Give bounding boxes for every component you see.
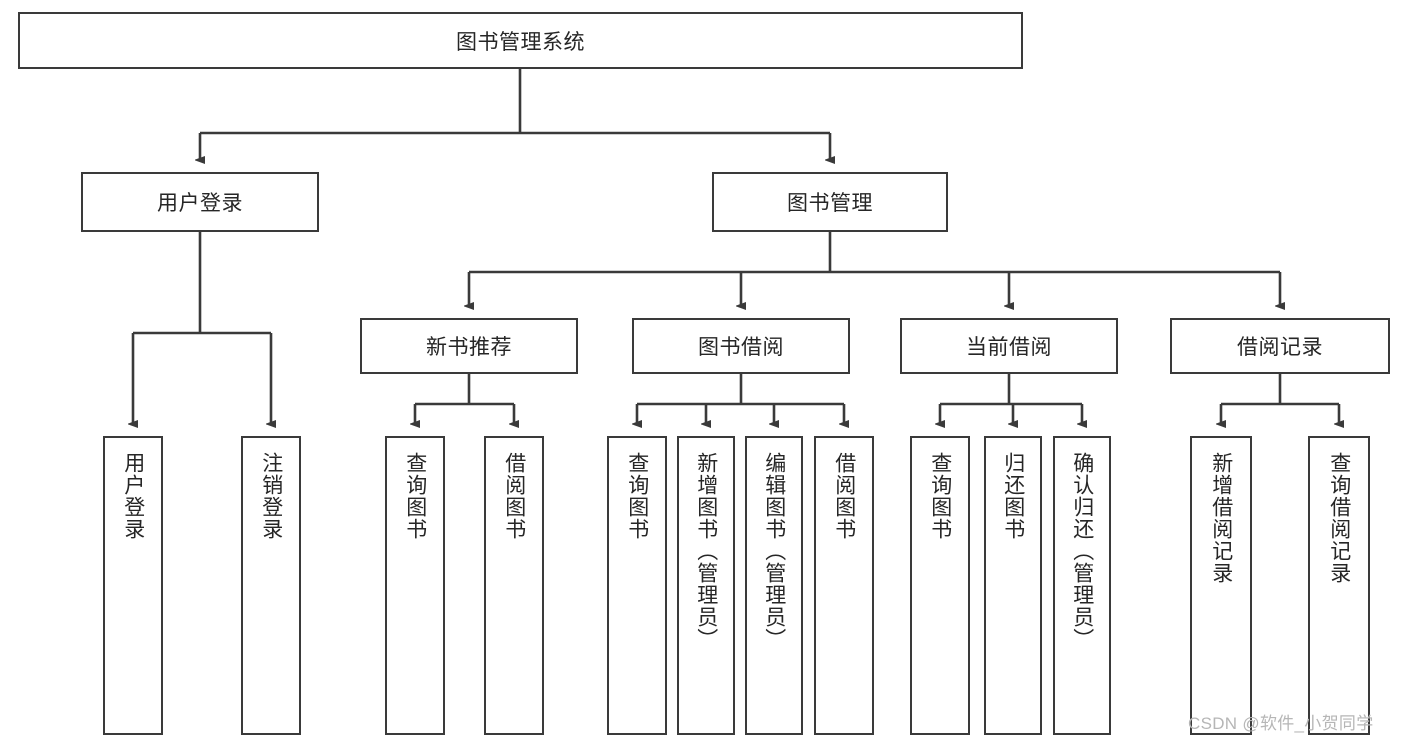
node-borrow-record[interactable]: 借阅记录 <box>1170 318 1390 374</box>
node-leaf-query-book-borrow[interactable]: 查询图书 <box>607 436 667 735</box>
node-leaf-borrow-book[interactable]: 借阅图书 <box>814 436 874 735</box>
node-leaf-add-book-admin-label: 新增图书（管理员） <box>694 452 718 650</box>
node-leaf-logout-login[interactable]: 注销登录 <box>241 436 301 735</box>
node-book-borrow[interactable]: 图书借阅 <box>632 318 850 374</box>
node-new-book-recommend-label: 新书推荐 <box>426 336 512 359</box>
node-leaf-confirm-return-admin-label: 确认归还（管理员） <box>1070 452 1094 650</box>
node-root[interactable]: 图书管理系统 <box>18 12 1023 69</box>
node-borrow-record-label: 借阅记录 <box>1237 336 1323 359</box>
node-leaf-add-borrow-record-label: 新增借阅记录 <box>1209 452 1233 584</box>
node-leaf-user-login-label: 用户登录 <box>121 452 145 540</box>
csdn-watermark: CSDN @软件_小贺同学 <box>1188 714 1374 733</box>
node-leaf-add-borrow-record[interactable]: 新增借阅记录 <box>1190 436 1252 735</box>
node-book-borrow-label: 图书借阅 <box>698 336 784 359</box>
node-leaf-borrow-book-label: 借阅图书 <box>832 452 856 540</box>
node-current-borrow-label: 当前借阅 <box>966 336 1052 359</box>
node-leaf-logout-login-label: 注销登录 <box>259 452 283 540</box>
node-leaf-borrow-book-recommend-label: 借阅图书 <box>502 452 526 540</box>
node-current-borrow[interactable]: 当前借阅 <box>900 318 1118 374</box>
node-user-login[interactable]: 用户登录 <box>81 172 319 232</box>
node-leaf-return-book[interactable]: 归还图书 <box>984 436 1042 735</box>
node-leaf-query-borrow-record-label: 查询借阅记录 <box>1327 452 1351 584</box>
node-leaf-query-book-borrow-label: 查询图书 <box>625 452 649 540</box>
node-new-book-recommend[interactable]: 新书推荐 <box>360 318 578 374</box>
node-book-management-label: 图书管理 <box>787 192 873 215</box>
node-user-login-label: 用户登录 <box>157 192 243 215</box>
node-leaf-confirm-return-admin[interactable]: 确认归还（管理员） <box>1053 436 1111 735</box>
node-leaf-query-borrow-record[interactable]: 查询借阅记录 <box>1308 436 1370 735</box>
node-leaf-add-book-admin[interactable]: 新增图书（管理员） <box>677 436 735 735</box>
node-leaf-query-book-recommend[interactable]: 查询图书 <box>385 436 445 735</box>
node-leaf-edit-book-admin[interactable]: 编辑图书（管理员） <box>745 436 803 735</box>
node-root-label: 图书管理系统 <box>456 30 585 54</box>
node-leaf-return-book-label: 归还图书 <box>1001 452 1025 540</box>
node-leaf-query-book-current[interactable]: 查询图书 <box>910 436 970 735</box>
node-leaf-user-login[interactable]: 用户登录 <box>103 436 163 735</box>
node-book-management[interactable]: 图书管理 <box>712 172 948 232</box>
node-leaf-edit-book-admin-label: 编辑图书（管理员） <box>762 452 786 650</box>
node-leaf-query-book-current-label: 查询图书 <box>928 452 952 540</box>
node-leaf-borrow-book-recommend[interactable]: 借阅图书 <box>484 436 544 735</box>
node-leaf-query-book-recommend-label: 查询图书 <box>403 452 427 540</box>
